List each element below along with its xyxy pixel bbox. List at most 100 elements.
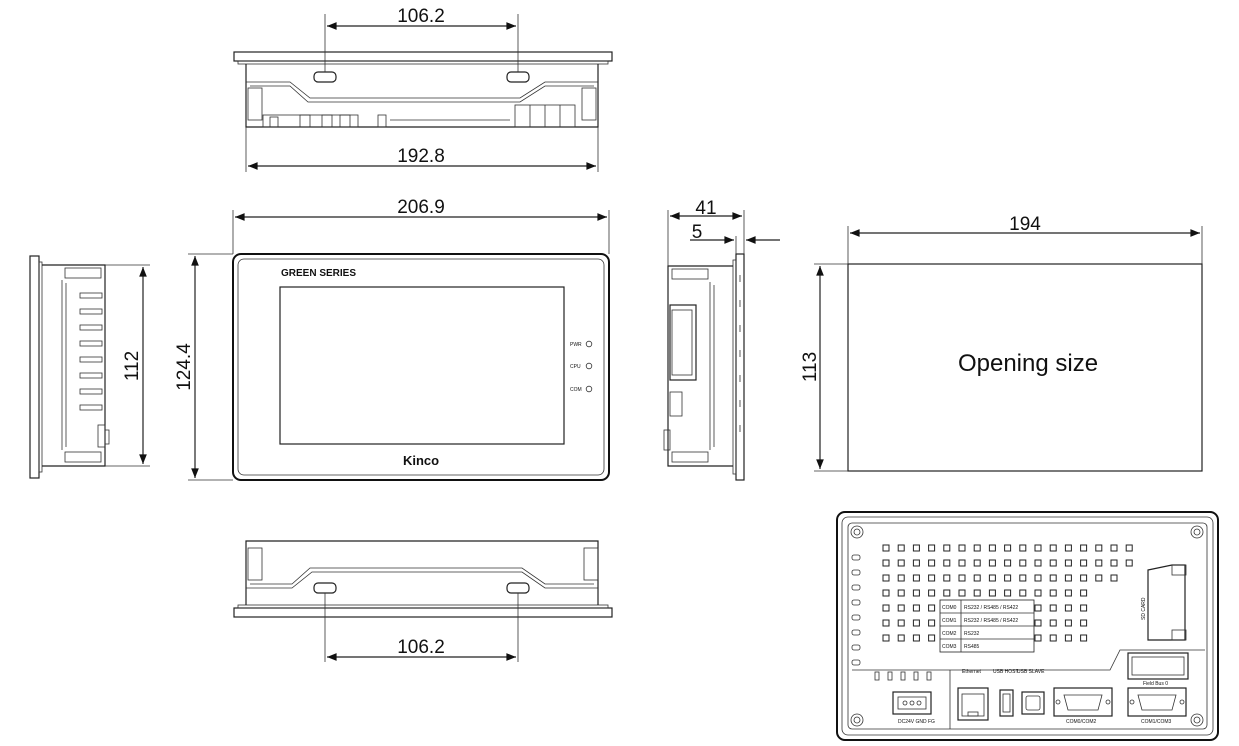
vent-hole [1080,604,1088,612]
vent-hole [988,574,996,582]
vent-hole [897,589,905,597]
dim-top-106: 106.2 [397,6,445,27]
vent-hole [1049,559,1057,567]
vent-hole [1080,559,1088,567]
vent-hole [1080,619,1088,627]
vent-hole [1064,559,1072,567]
left-side-view: 112 [29,255,150,479]
vent-hole [958,544,966,552]
com-table-port: COM0 [942,605,957,611]
vent-hole [1019,589,1027,597]
vent-hole [1064,574,1072,582]
vent-hole [1080,634,1088,642]
com-table-modes: RS232 / RS485 / RS422 [964,618,1018,624]
vent-hole [928,589,936,597]
vent-hole [973,589,981,597]
front-bezel [232,253,610,481]
vent-hole [943,574,951,582]
vent-hole [1095,544,1103,552]
usb-slave-port [1021,691,1045,715]
vent-hole [1034,559,1042,567]
vent-hole [958,574,966,582]
vent-hole [1034,544,1042,552]
vent-hole [897,544,905,552]
top-flange [233,51,613,62]
led-cpu-icon [585,362,593,370]
vent-hole [1049,544,1057,552]
vent-hole [958,589,966,597]
right-flange [735,253,745,481]
vent-hole [882,634,890,642]
vent-hole [1095,559,1103,567]
vent-hole [897,559,905,567]
vent-hole [1095,574,1103,582]
dim-front-206: 206.9 [397,197,445,218]
dim-cutout-194: 194 [1009,214,1041,235]
left-body [42,264,106,467]
vent-hole [943,544,951,552]
vent-hole [912,619,920,627]
vent-hole [1034,589,1042,597]
vent-hole [1004,589,1012,597]
vent-hole [1019,574,1027,582]
vent-hole [1049,634,1057,642]
vent-hole [928,634,936,642]
dim-top-192: 192.8 [397,146,445,167]
dim-bottom-106: 106.2 [397,637,445,658]
front-brand-logo: Kinco [403,453,439,468]
front-series-label: GREEN SERIES [281,268,356,279]
com0-com2-label: COM0/COM2 [1066,719,1097,725]
vent-hole [928,619,936,627]
com0-com2-port [1053,687,1113,717]
vent-hole [1080,589,1088,597]
vent-hole [928,574,936,582]
led-com-icon [585,385,593,393]
dim-depth-41: 41 [695,198,716,219]
vent-hole [1004,544,1012,552]
vent-hole [1080,544,1088,552]
vent-hole [912,544,920,552]
vent-hole [1064,589,1072,597]
dim-bezel-5: 5 [692,222,703,243]
vent-hole [912,559,920,567]
com-table-port: COM1 [942,618,957,624]
vent-hole [897,619,905,627]
led-label-pwr: PWR [570,342,582,348]
right-side-view: 41 5 [663,198,780,481]
vent-hole [1049,604,1057,612]
vent-hole [1064,604,1072,612]
vent-hole [928,559,936,567]
rear-outline [836,511,1219,741]
vent-hole [1049,574,1057,582]
vent-hole [882,544,890,552]
vent-hole [882,619,890,627]
right-body [667,265,733,467]
field-bus-port [1127,652,1189,680]
vent-hole [943,559,951,567]
led-label-cpu: CPU [570,364,581,370]
vent-hole [988,544,996,552]
rear-com-table: COM0 RS232 / RS485 / RS422 COM1 RS232 / … [939,599,1035,653]
field-bus-label: Field Bus 0 [1143,681,1168,687]
cutout-label: Opening size [958,350,1098,377]
bottom-flange [233,607,613,618]
vent-hole [1049,589,1057,597]
vent-hole [1034,604,1042,612]
vent-hole [1034,574,1042,582]
vent-hole [973,559,981,567]
power-terminal [892,691,932,715]
dim-front-124: 124.4 [174,343,195,391]
vent-hole [912,589,920,597]
vent-hole [1064,619,1072,627]
vent-hole [1019,559,1027,567]
bottom-slot-right [506,582,530,594]
top-slot-right [506,71,530,83]
com-table-port: COM2 [942,631,957,637]
vent-hole [973,544,981,552]
vent-hole [1064,544,1072,552]
vent-hole [1019,544,1027,552]
ethernet-label: Ethernet [962,669,982,675]
vent-hole [882,589,890,597]
vent-hole [1004,574,1012,582]
